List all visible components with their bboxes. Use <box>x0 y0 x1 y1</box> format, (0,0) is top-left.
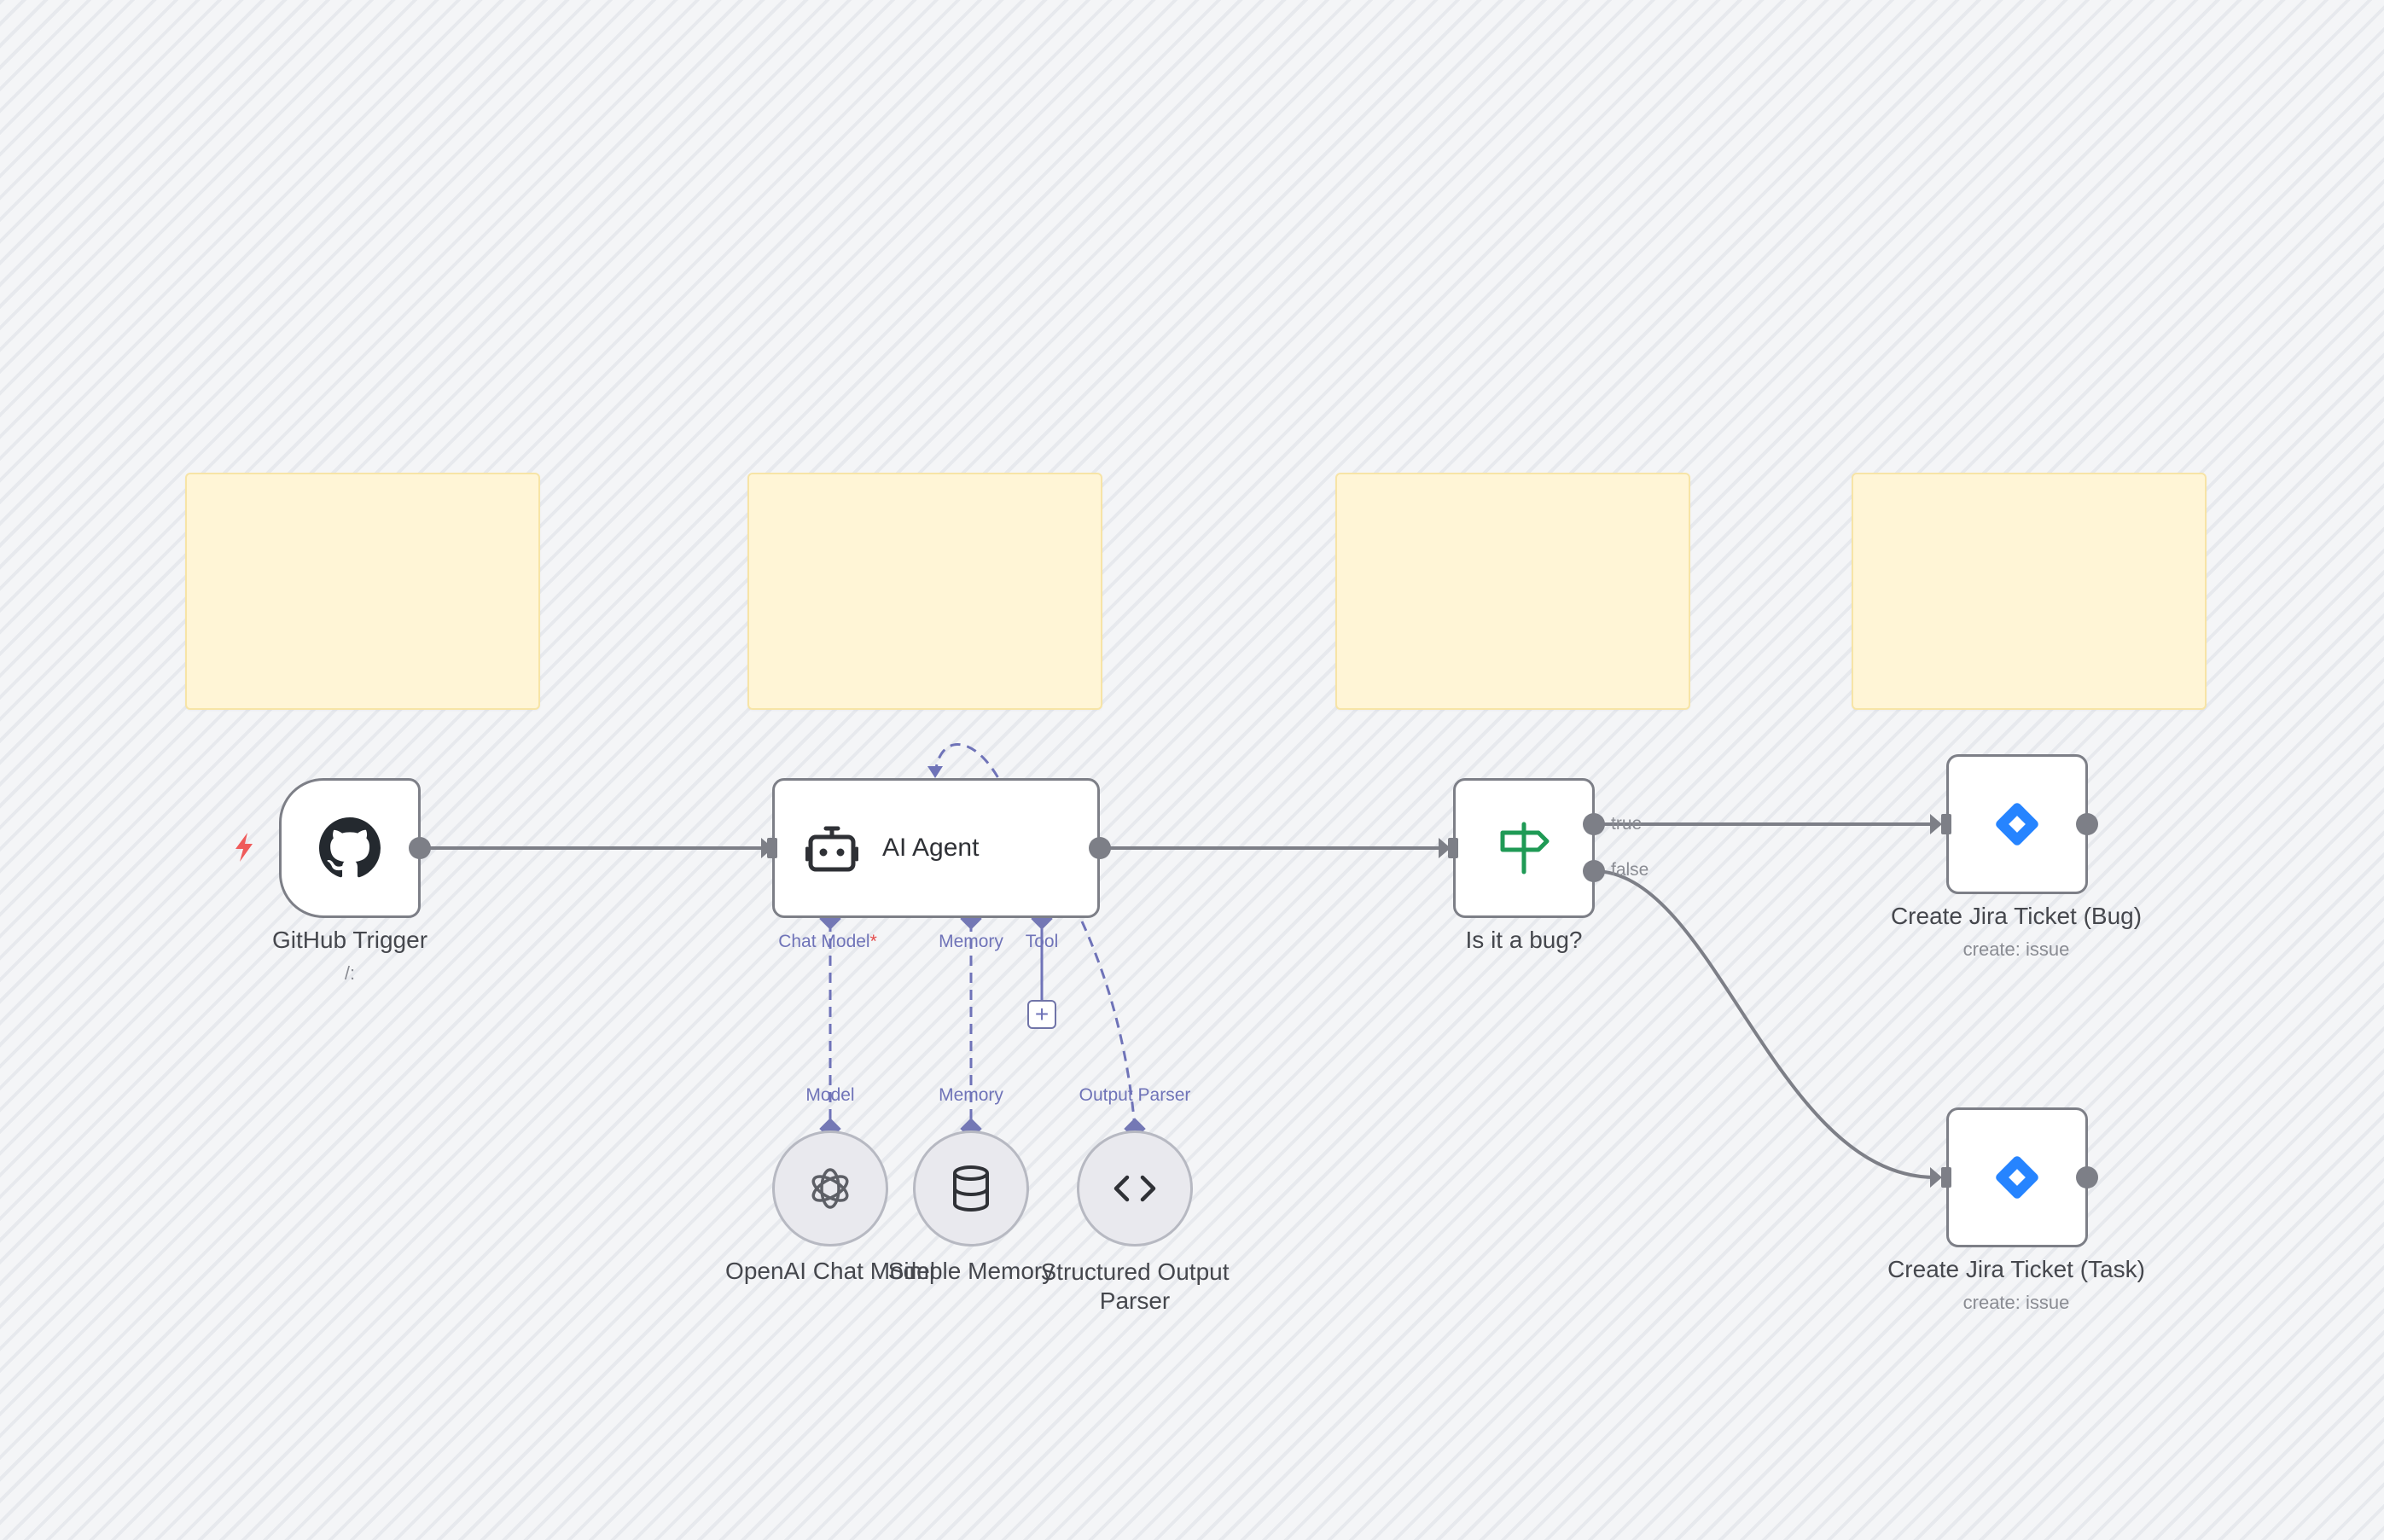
jira-icon <box>1991 1151 2044 1204</box>
node-structured-output-parser[interactable] <box>1077 1130 1193 1247</box>
true-output-handle[interactable] <box>1581 811 1607 837</box>
github-icon <box>319 817 381 879</box>
node-github-trigger[interactable] <box>279 778 421 918</box>
node-label: Create Jira Ticket (Bug) <box>1890 903 2143 929</box>
trigger-bolt-icon <box>235 833 253 862</box>
database-icon <box>951 1165 991 1212</box>
node-label: Simple Memory <box>887 1258 1055 1284</box>
port-label-tool: Tool <box>1025 932 1059 951</box>
node-create-jira-ticket-task[interactable] <box>1946 1107 2088 1247</box>
node-create-jira-ticket-bug[interactable] <box>1946 754 2088 894</box>
output-handle[interactable] <box>2074 811 2100 837</box>
required-mark: * <box>869 932 877 951</box>
node-subtitle: create: issue <box>1962 1292 2070 1313</box>
branch-label-false: false <box>1611 860 1649 880</box>
node-simple-memory[interactable] <box>913 1130 1029 1247</box>
node-ai-agent[interactable]: AI Agent <box>772 778 1100 918</box>
node-label: AI Agent <box>882 834 980 862</box>
sticky-note[interactable] <box>747 473 1102 710</box>
port-label-output-parser: Output Parser <box>1079 1085 1191 1105</box>
input-handle[interactable] <box>1933 811 1959 837</box>
node-label: GitHub Trigger <box>271 927 428 953</box>
node-label: Create Jira Ticket (Task) <box>1887 1256 2145 1282</box>
code-brackets-icon <box>1112 1174 1158 1203</box>
node-label: Structured Output Parser <box>1040 1258 1230 1314</box>
output-handle[interactable] <box>1087 835 1113 861</box>
output-handle[interactable] <box>407 835 433 861</box>
arrow-head <box>1439 838 1451 858</box>
arrow-head <box>1930 1167 1942 1188</box>
jira-icon <box>1991 798 2044 851</box>
port-label-memory: Memory <box>939 1085 1003 1105</box>
port-label-memory: Memory <box>939 932 1003 951</box>
input-handle[interactable] <box>759 835 785 861</box>
arrow-head <box>1930 814 1942 834</box>
sticky-note[interactable] <box>1335 473 1690 710</box>
node-label: OpenAI Chat Model <box>725 1258 935 1284</box>
arrow-head <box>927 766 943 778</box>
node-is-it-a-bug[interactable] <box>1453 778 1595 918</box>
input-handle[interactable] <box>1440 835 1466 861</box>
node-openai-chat-model[interactable] <box>772 1130 888 1247</box>
openai-icon <box>806 1165 854 1212</box>
add-tool-button[interactable]: + <box>1027 1000 1056 1029</box>
ai-connection-loop[interactable] <box>933 743 1000 779</box>
sticky-note[interactable] <box>1852 473 2207 710</box>
connection-false-branch[interactable] <box>1593 869 1936 1179</box>
input-handle[interactable] <box>1933 1165 1959 1190</box>
port-label-chat-model: Chat Model* <box>778 932 877 951</box>
ai-connection-parser[interactable] <box>1080 921 1137 1129</box>
node-label: Is it a bug? <box>1465 927 1583 953</box>
node-subtitle: create: issue <box>1962 939 2070 960</box>
output-handle[interactable] <box>2074 1165 2100 1190</box>
node-subtitle: /: <box>344 962 356 984</box>
robot-icon <box>805 823 858 873</box>
signpost-icon <box>1496 821 1552 875</box>
false-output-handle[interactable] <box>1581 858 1607 884</box>
branch-label-true: true <box>1611 814 1643 834</box>
port-label-model: Model <box>805 1085 855 1105</box>
sticky-note[interactable] <box>185 473 540 710</box>
